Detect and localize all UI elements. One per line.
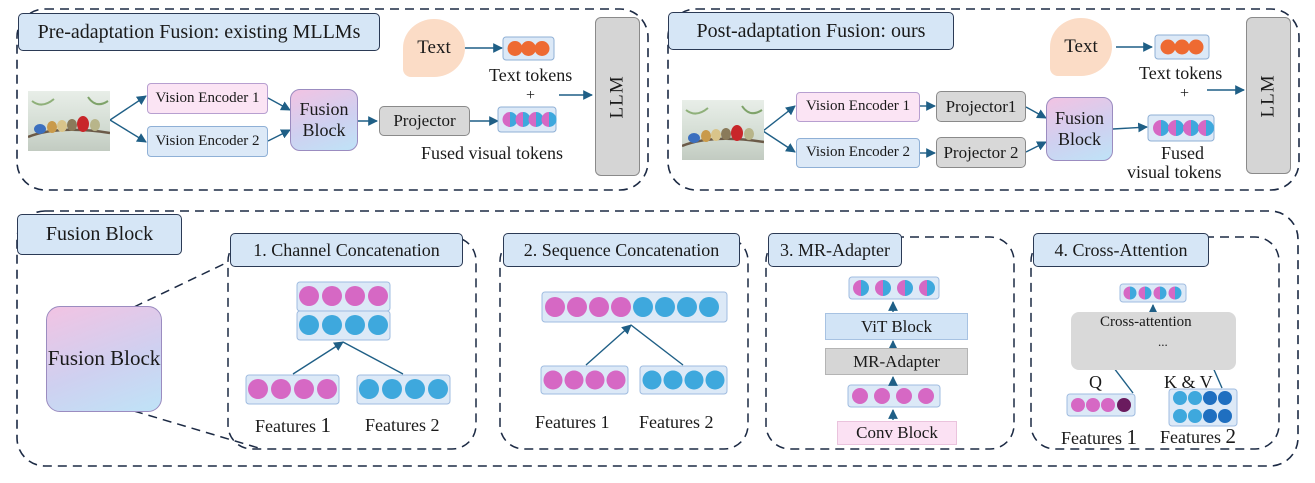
post-projector-1: Projector1 <box>936 91 1026 122</box>
cross-f2-text: Features <box>1160 427 1226 447</box>
post-bird-image <box>682 100 764 160</box>
pre-llm-label: LLM <box>606 74 628 119</box>
post-birds-on-branch-icon <box>682 105 764 148</box>
big-fusion-label: Fusion Block <box>47 346 161 371</box>
pre-title: Pre-adaptation Fusion: existing MLLMs <box>18 13 380 51</box>
post-vision-encoder-1: Vision Encoder 1 <box>796 92 920 122</box>
post-llm-label: LLM <box>1257 73 1279 118</box>
post-text-tokens-label: Text tokens <box>1139 63 1223 83</box>
channel-features-1: Features 1 <box>255 413 331 438</box>
mr-title: 3. MR-Adapter <box>768 233 902 267</box>
post-title: Post-adaptation Fusion: ours <box>668 12 954 50</box>
fusion-block-title: Fusion Block <box>17 214 182 255</box>
pre-text-tokens-label: Text tokens <box>489 65 573 85</box>
pre-text-bubble: Text <box>403 19 465 77</box>
channel-title: 1. Channel Concatenation <box>230 233 463 267</box>
big-fusion-block: Fusion Block <box>46 306 162 412</box>
mr-adapter-block: MR-Adapter <box>825 348 968 375</box>
cross-features-2: Features 2 <box>1160 424 1236 449</box>
pre-fused-tokens-label: Fused visual tokens <box>421 143 563 163</box>
post-plus: + <box>1180 85 1190 102</box>
pre-vision-encoder-2: Vision Encoder 2 <box>147 126 268 157</box>
post-fusion-block: Fusion Block <box>1046 97 1113 161</box>
sequence-features-1: Features 1 <box>535 412 610 432</box>
pre-fusion-block: Fusion Block <box>290 89 358 151</box>
pre-plus: + <box>526 87 536 104</box>
q-label: Q <box>1089 372 1102 392</box>
bird-image <box>28 91 110 151</box>
sequence-title: 2. Sequence Concatenation <box>503 233 740 267</box>
channel-f1-text: Features <box>255 416 321 436</box>
post-fusion-label: Fusion Block <box>1054 108 1105 149</box>
cross-panel <box>1030 236 1280 450</box>
post-text-bubble: Text <box>1050 18 1112 76</box>
cross-f1-text: Features <box>1061 428 1127 448</box>
birds-on-branch-icon <box>28 96 110 139</box>
channel-panel <box>227 236 477 450</box>
cross-title: 4. Cross-Attention <box>1033 233 1209 267</box>
fusion-panel <box>16 210 1299 467</box>
cross-dots: ... <box>1158 334 1168 349</box>
pre-llm: LLM <box>595 17 640 176</box>
post-vision-encoder-2: Vision Encoder 2 <box>796 138 920 168</box>
kv-label: K & V <box>1164 372 1213 392</box>
sequence-features-2: Features 2 <box>639 412 714 432</box>
pre-projector: Projector <box>379 106 470 136</box>
channel-f1-num: 1 <box>320 413 331 437</box>
sequence-panel <box>499 236 749 450</box>
mr-panel <box>765 236 1015 450</box>
post-fused-line-1: Fused <box>1161 143 1205 163</box>
cross-attention-label: Cross-attention <box>1100 314 1192 330</box>
cross-f2-num: 2 <box>1225 424 1236 448</box>
cross-f1-num: 1 <box>1126 425 1137 449</box>
cross-features-1: Features 1 <box>1061 425 1137 450</box>
pre-fusion-label: Fusion Block <box>299 99 349 140</box>
cross-attention-box <box>1071 312 1236 370</box>
pre-vision-encoder-1: Vision Encoder 1 <box>147 83 268 114</box>
post-panel <box>667 8 1300 191</box>
vit-block: ViT Block <box>825 313 968 340</box>
pre-panel <box>16 8 649 191</box>
post-projector-2: Projector 2 <box>936 137 1026 168</box>
post-llm: LLM <box>1246 17 1291 174</box>
channel-features-2: Features 2 <box>365 415 440 435</box>
conv-block: Conv Block <box>837 421 957 445</box>
post-fused-line-2: visual tokens <box>1127 162 1222 182</box>
